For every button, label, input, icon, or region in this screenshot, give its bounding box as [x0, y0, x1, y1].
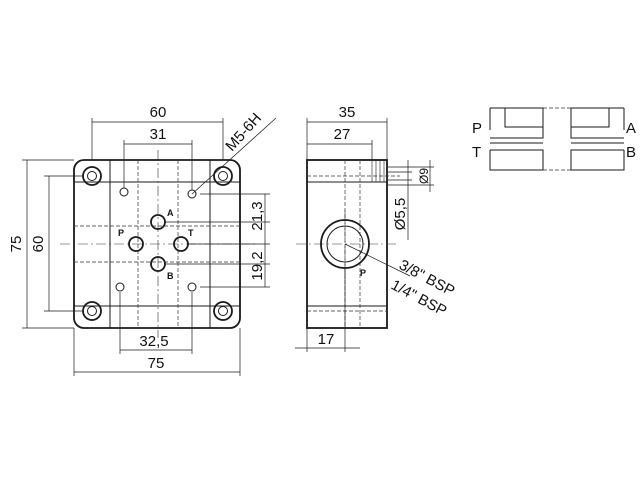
dim-thread: M5-6H [222, 110, 265, 155]
side-hatch [371, 160, 385, 182]
dim-27: 27 [334, 126, 351, 143]
symbol-label-p: P [472, 120, 482, 137]
thread-hole-3 [115, 282, 125, 292]
port-p-hole [128, 236, 144, 252]
corner-hole-bottom-left [82, 301, 102, 321]
dim-dia9: Ø9 [417, 168, 431, 184]
port-a-label: A [167, 208, 174, 218]
dim-17: 17 [318, 331, 335, 348]
dim-19-2: 19,2 [249, 251, 266, 280]
side-port-inner [326, 225, 364, 263]
symbol-label-b: B [626, 144, 636, 161]
side-port-label: P [360, 268, 366, 278]
dim-75-bottom: 75 [148, 355, 165, 372]
corner-hole-bottom-right [213, 301, 233, 321]
dim-32-5: 32,5 [139, 333, 168, 350]
thread-leader [191, 117, 277, 195]
thread-hole-4 [187, 282, 197, 292]
front-view: A P T B 60 31 M5-6H 75 60 21,3 19, [8, 104, 277, 376]
thread-hole-1 [119, 187, 129, 197]
dim-60-left: 60 [30, 236, 47, 253]
symbol-label-a: A [626, 120, 636, 137]
dim-31-top: 31 [150, 126, 167, 143]
side-view: P 3/8" BSP 1/4" BSP 35 27 Ø9 Ø5,5 17 [295, 104, 457, 352]
corner-hole-top-right [213, 166, 233, 186]
bsp-leader [344, 243, 411, 277]
port-t-label: T [188, 228, 194, 238]
symbol-label-t: T [472, 144, 481, 161]
dim-dia5-5: Ø5,5 [392, 198, 409, 231]
hydraulic-symbol: P T A B [472, 107, 636, 171]
dim-75-left: 75 [8, 236, 25, 253]
port-p-label: P [118, 228, 124, 238]
dim-21-3: 21,3 [249, 201, 266, 230]
port-b-label: B [167, 271, 174, 281]
dim-35: 35 [339, 104, 356, 121]
dim-60-top: 60 [150, 104, 167, 121]
